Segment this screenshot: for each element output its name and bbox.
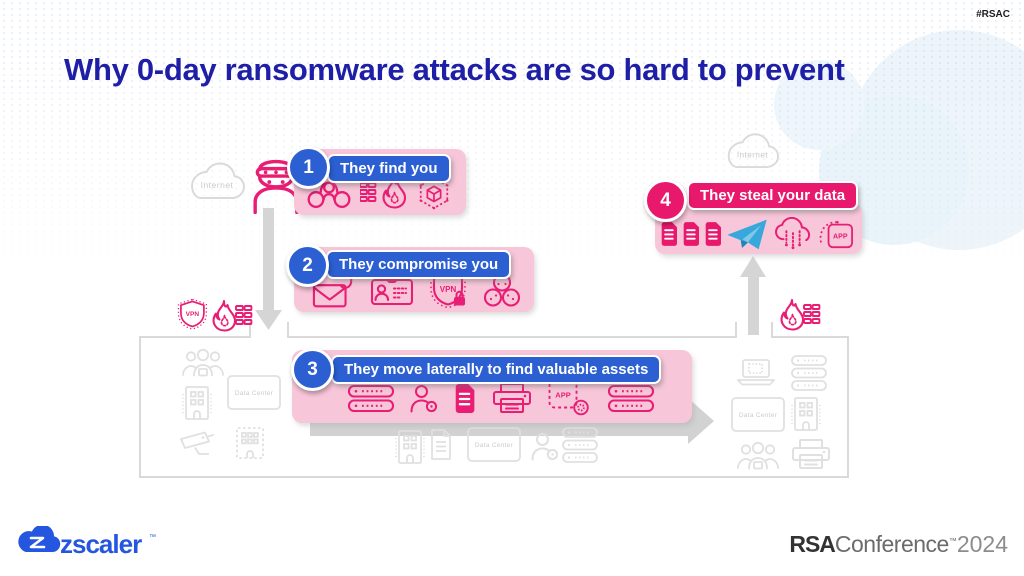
step1-label: They find you	[327, 154, 451, 183]
enterprise-boundary	[139, 322, 849, 478]
slide-title: Why 0-day ransomware attacks are so hard…	[64, 52, 845, 87]
step3-label: They move laterally to find valuable ass…	[331, 355, 662, 384]
employees-icon	[737, 441, 779, 470]
binoculars-icon	[307, 181, 351, 208]
svg-text:APP: APP	[833, 234, 848, 241]
employees-icon	[182, 348, 224, 377]
stolen-file-icon	[660, 222, 677, 246]
step4-panel: APP	[655, 203, 862, 254]
document-icon	[454, 383, 476, 413]
security-camera-icon	[180, 431, 215, 455]
server-icon	[607, 384, 654, 412]
svg-text:VPN: VPN	[186, 311, 200, 318]
laptop-code-icon	[737, 359, 775, 386]
step4-badge: 4	[644, 179, 687, 222]
stolen-file-icon	[682, 222, 699, 246]
printer-icon-gray	[792, 439, 830, 469]
internet-cloud-right: Internet	[727, 133, 780, 169]
internet-cloud-left: Internet	[191, 162, 245, 199]
stolen-file-icon	[704, 222, 721, 246]
svg-text:VPN: VPN	[439, 285, 456, 294]
svg-text:Data Center: Data Center	[739, 412, 778, 419]
rsa-conference-logo: RSAConference™2024	[789, 531, 1008, 558]
printer-icon	[492, 383, 531, 413]
svg-text:Data Center: Data Center	[235, 390, 274, 397]
telegram-plane-icon	[727, 219, 767, 250]
server-icon	[348, 384, 394, 412]
conference-wordmark: Conference	[834, 531, 949, 557]
attack-arrow-down	[255, 208, 282, 330]
app-gear-icon: APP	[548, 379, 589, 416]
svg-text:™: ™	[149, 534, 156, 541]
background-blob	[774, 60, 864, 150]
office-building-icon	[791, 397, 821, 431]
step2-label: They compromise you	[326, 250, 512, 279]
firewall-icon-left	[212, 299, 253, 332]
datacenter-box-middle: Data Center	[467, 427, 521, 462]
admin-user-icon	[410, 385, 438, 413]
id-card-icon	[371, 275, 414, 305]
step2-badge: 2	[286, 244, 329, 287]
svg-text:Internet: Internet	[201, 180, 234, 190]
svg-text:zscaler: zscaler	[60, 529, 142, 559]
branch-building-icon	[236, 427, 264, 459]
zscaler-logo: zscaler ™	[18, 526, 156, 559]
vpn-shield-icon: VPN	[177, 298, 208, 330]
conference-year: 2024	[956, 531, 1008, 557]
svg-text:Internet: Internet	[737, 151, 768, 160]
svg-text:Data Center: Data Center	[475, 442, 514, 449]
step4-label: They steal your data	[687, 181, 859, 210]
firewall-icon-right	[780, 298, 821, 331]
admin-user-icon-gray	[531, 433, 559, 461]
datacenter-box-left: Data Center	[227, 375, 281, 410]
trademark-symbol: ™	[948, 536, 957, 546]
vpn-lock-icon: VPN	[429, 271, 466, 309]
svg-text:APP: APP	[555, 391, 570, 400]
step1-badge: 1	[287, 146, 330, 189]
rsa-wordmark: RSA	[789, 531, 836, 557]
rsac-hashtag: #RSAC	[976, 9, 1010, 20]
office-building-icon	[182, 386, 212, 420]
server-stack-icon	[791, 355, 827, 391]
app-exfil-icon: APP	[819, 221, 853, 249]
datacenter-box-right: Data Center	[731, 397, 785, 432]
exfiltration-arrow-up	[740, 256, 766, 335]
zscaler-cloud-icon	[18, 526, 61, 553]
step3-badge: 3	[291, 348, 334, 391]
cloud-upload-icon	[775, 217, 811, 250]
